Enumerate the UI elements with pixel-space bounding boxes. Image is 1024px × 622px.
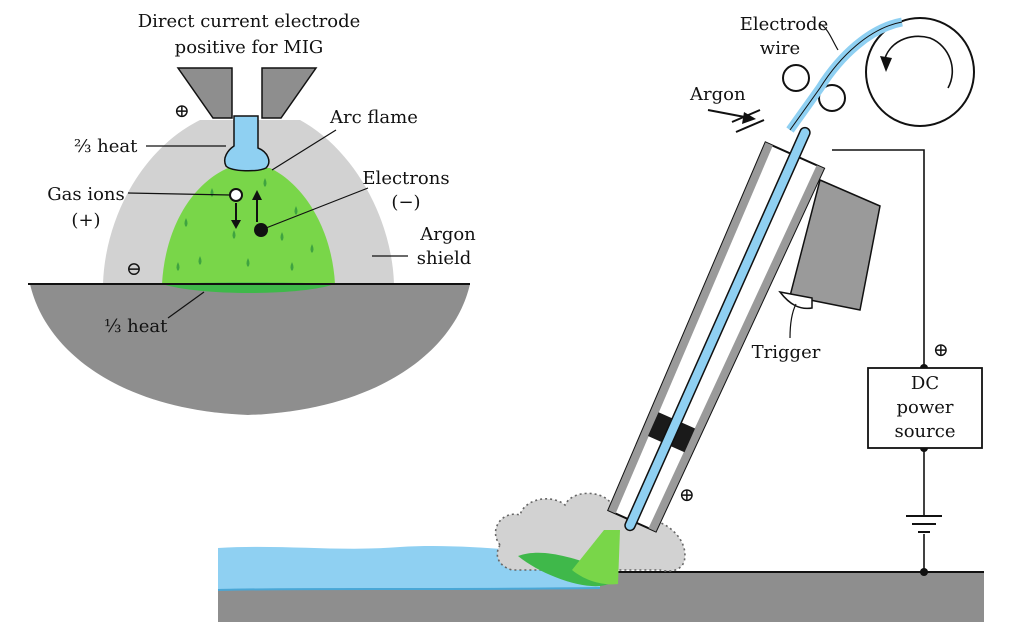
torch-setup-view: Electrode wire Argon Trigger ⊕ ⊕ DC powe… [217, 14, 984, 622]
electron-arrowhead [252, 190, 262, 200]
electrons-sign: (−) [391, 192, 420, 213]
weld-bead-edge [217, 587, 601, 591]
torch-barrel [607, 126, 826, 533]
arc-flame [162, 168, 335, 284]
torch-leader-lines [789, 23, 839, 339]
power-source-label-line3: source [894, 421, 955, 442]
dc-power-source-box [867, 367, 983, 449]
torch-handle [789, 178, 881, 311]
torch-outer-shell [608, 142, 773, 514]
two-thirds-heat-label: ⅔ heat [74, 136, 138, 157]
argon-arrowhead [742, 112, 756, 124]
power-source-label-line2: power [896, 397, 953, 418]
gas-ions-label: Gas ions [47, 184, 125, 205]
electron-marker [254, 223, 268, 237]
feed-roller-bottom [818, 84, 846, 112]
argon-shield-label-line2: shield [417, 248, 472, 269]
torch-plus-symbol: ⊕ [679, 484, 695, 506]
feed-roller-top [782, 64, 810, 92]
gas-ion-arrowhead [231, 220, 241, 229]
base-metal-detail [30, 284, 470, 415]
argon-shield-label-line1: Argon [419, 224, 476, 245]
gas-ion-marker [229, 188, 243, 202]
trigger-label: Trigger [752, 342, 821, 363]
argon-arrow [707, 109, 751, 119]
nozzle-left [176, 67, 233, 119]
molten-pool-detail [162, 282, 335, 293]
detail-title-line2: positive for MIG [175, 37, 324, 58]
nozzle-right [261, 67, 318, 119]
spool-rotation-arrowhead [880, 56, 892, 72]
arc-detail-view: Direct current electrode positive for MI… [28, 11, 476, 415]
ground-symbol [906, 515, 942, 533]
electrode-wire-label-line2: wire [760, 38, 800, 59]
electrons-label: Electrons [362, 168, 449, 189]
trigger [778, 290, 813, 310]
electrode-tip-detail [223, 115, 270, 172]
electrode-wire-label-line1: Electrode [740, 14, 828, 35]
arc-droplets [176, 178, 314, 271]
detail-leader-lines [127, 129, 408, 319]
arc-flame-label: Arc flame [329, 107, 418, 128]
torch-outer-shell-right [648, 165, 824, 532]
argon-label: Argon [689, 84, 746, 105]
detail-plus-symbol: ⊕ [174, 100, 190, 122]
circuit-node-ground [920, 568, 928, 576]
gas-ions-sign: (+) [71, 210, 100, 231]
power-source-label-line1: DC [911, 373, 939, 394]
spool-rotation-arrow [883, 35, 954, 89]
wire-spool [865, 17, 975, 127]
torch-electrode-wire [624, 126, 811, 532]
power-plus-symbol: ⊕ [933, 339, 949, 361]
feed-wire-outline [789, 21, 903, 131]
detail-minus-symbol: ⊖ [126, 258, 142, 280]
detail-title-line1: Direct current electrode [138, 11, 361, 32]
circuit-wires [832, 149, 925, 572]
arc-cone-torch [572, 530, 620, 585]
one-third-heat-label: ⅓ heat [104, 316, 168, 337]
